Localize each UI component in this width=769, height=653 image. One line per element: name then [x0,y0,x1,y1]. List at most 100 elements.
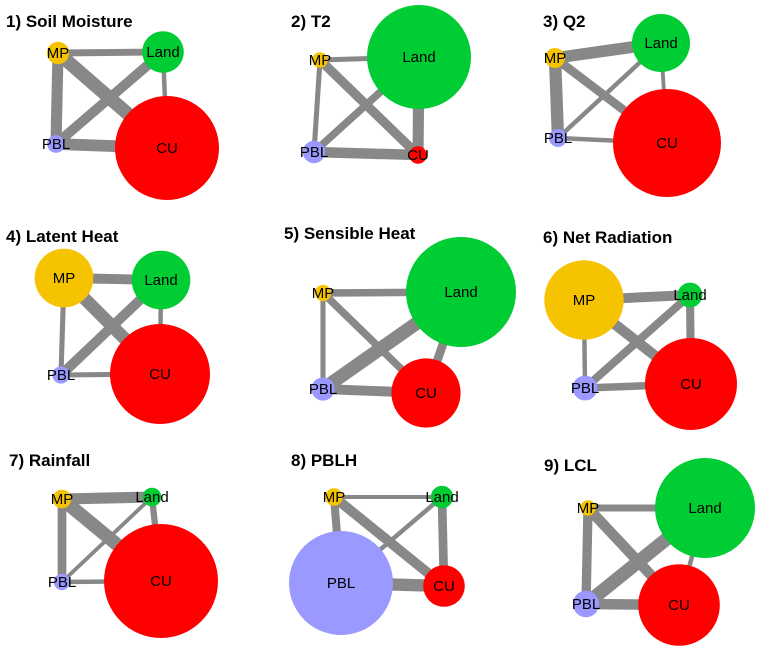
node-label-land: Land [688,500,721,517]
panel-title: 6) Net Radiation [543,228,672,247]
node-label-mp: MP [323,489,346,506]
node-label-cu: CU [680,376,702,393]
node-pbl [52,366,70,384]
node-mp [544,260,624,340]
node-label-land: Land [146,44,179,61]
node-label-cu: CU [149,366,171,383]
node-label-land: Land [444,284,477,301]
node-label-mp: MP [573,292,596,309]
node-label-pbl: PBL [571,380,599,397]
node-label-pbl: PBL [309,381,337,398]
node-mp [545,48,565,68]
panel-title: 8) PBLH [291,451,357,470]
node-cu [645,338,737,430]
panel-title: 4) Latent Heat [6,227,119,246]
panel-title: 7) Rainfall [9,451,90,470]
node-label-cu: CU [668,597,690,614]
node-label-land: Land [673,287,706,304]
node-label-mp: MP [544,50,567,67]
node-land [142,31,184,73]
node-land [430,485,454,509]
edge-mp-land [61,491,153,505]
edge-pbl-land [52,48,167,148]
node-label-cu: CU [407,147,429,164]
node-land [677,282,703,308]
edge-pbl-land [582,291,693,392]
node-mp [312,52,328,68]
node-pbl [572,590,600,618]
node-label-mp: MP [312,285,335,302]
node-mp [314,284,332,302]
node-mp [34,248,94,308]
node-label-land: Land [644,35,677,52]
edge-pbl-land [60,495,154,584]
node-label-pbl: PBL [327,575,355,592]
node-label-mp: MP [47,45,70,62]
node-land [632,14,690,72]
node-label-cu: CU [150,573,172,590]
node-label-mp: MP [53,270,76,287]
node-land [367,5,471,109]
node-cu [613,89,721,197]
node-cu [409,146,427,164]
node-mp [325,488,343,506]
node-pbl [549,129,567,147]
node-label-cu: CU [433,578,455,595]
node-land [142,487,162,507]
node-cu [638,564,720,646]
node-land [406,237,516,347]
node-label-land: Land [402,49,435,66]
node-label-mp: MP [577,500,600,517]
node-label-land: Land [144,272,177,289]
node-label-pbl: PBL [300,144,328,161]
panel-title: 9) LCL [544,456,597,475]
node-label-cu: CU [415,385,437,402]
node-mp [52,489,72,509]
node-label-cu: CU [156,140,178,157]
node-label-pbl: PBL [47,367,75,384]
panel-title: 5) Sensible Heat [284,224,416,243]
panel-title: 3) Q2 [543,12,586,31]
node-pbl [572,375,598,401]
node-label-pbl: PBL [544,130,572,147]
edge-mp-pbl [581,507,593,605]
panel-title: 2) T2 [291,12,331,31]
node-pbl [302,140,326,164]
node-pbl [289,531,393,635]
node-mp [580,500,596,516]
node-pbl [311,377,335,401]
node-cu [104,524,218,638]
node-label-mp: MP [51,491,74,508]
node-label-mp: MP [309,52,332,69]
node-cu [423,565,465,607]
edge-mp-pbl [50,52,64,145]
node-pbl [47,135,65,153]
node-label-land: Land [135,489,168,506]
node-cu [115,96,219,200]
node-label-pbl: PBL [48,574,76,591]
edge-pbl-cu [313,146,419,161]
node-label-pbl: PBL [42,136,70,153]
node-pbl [53,573,71,591]
node-mp [46,41,70,65]
node-land [655,458,755,558]
node-label-cu: CU [656,135,678,152]
panel-title: 1) Soil Moisture [6,12,133,31]
edge-mp-pbl [548,57,565,139]
node-cu [391,358,461,428]
edge-mp-pbl [311,59,323,153]
node-cu [110,324,210,424]
node-label-land: Land [425,489,458,506]
node-label-pbl: PBL [572,596,600,613]
edge-mp-cu [316,56,422,159]
